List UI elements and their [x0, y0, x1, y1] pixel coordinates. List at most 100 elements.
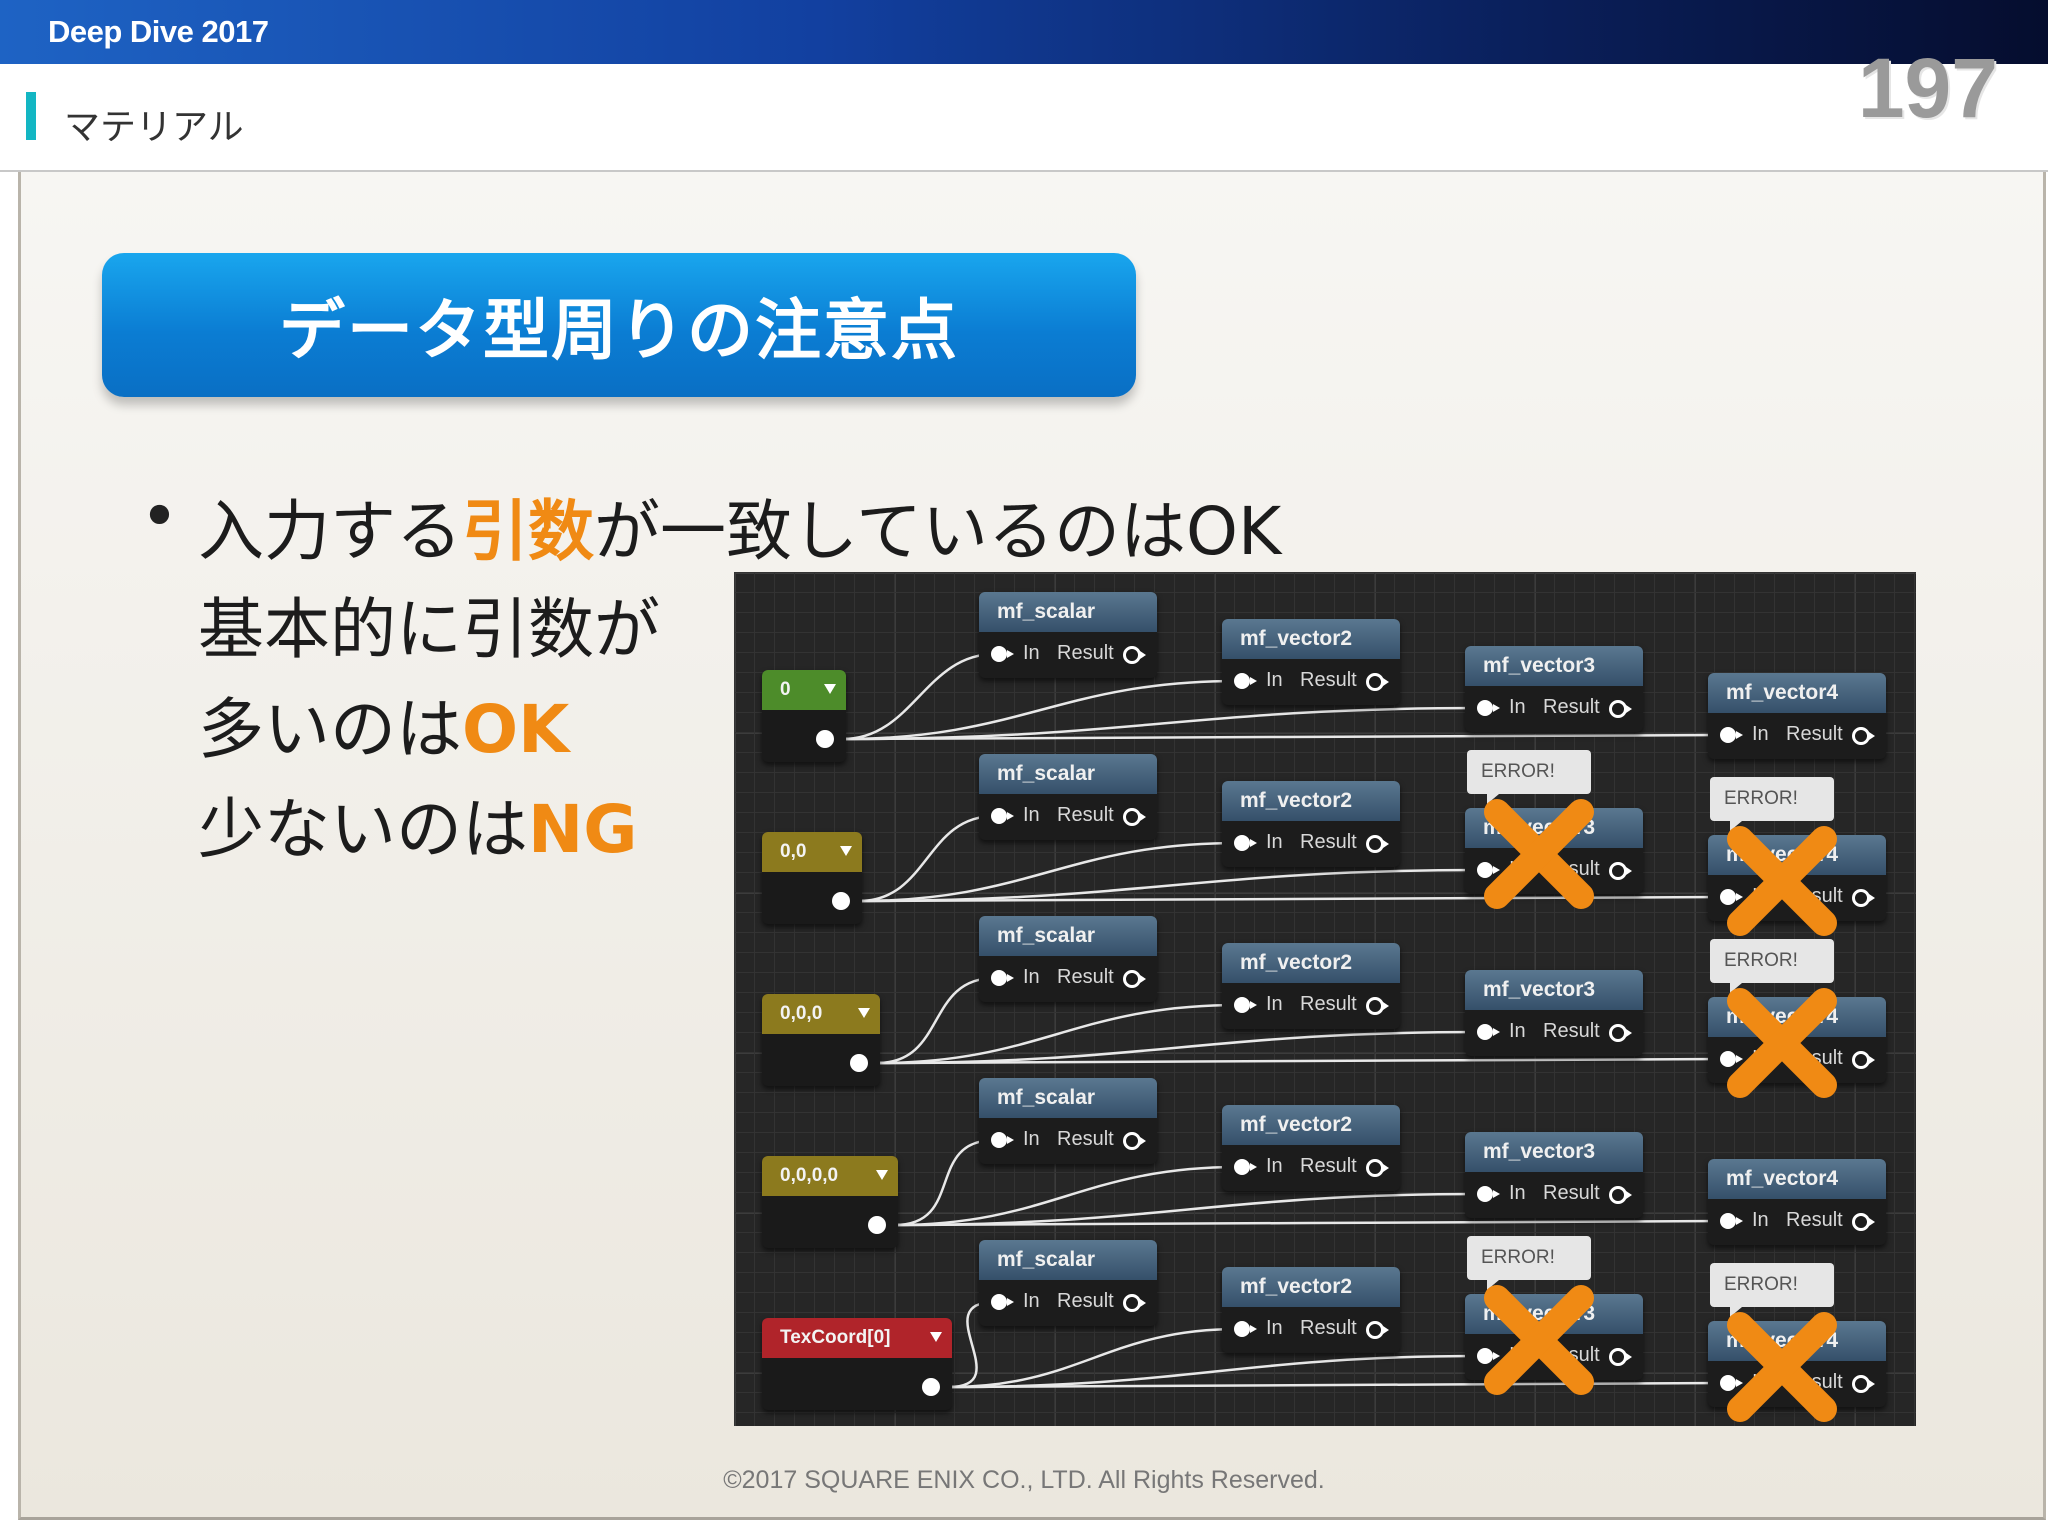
- result-pin[interactable]: [1852, 1051, 1875, 1069]
- constant-value-label: 0,0,0: [762, 994, 880, 1034]
- input-pin-label: In: [1509, 696, 1526, 718]
- result-pin[interactable]: [1123, 1132, 1146, 1150]
- input-pin[interactable]: [1234, 1159, 1257, 1175]
- result-pin[interactable]: [1852, 1375, 1875, 1393]
- function-name: mf_vector3: [1465, 970, 1643, 1010]
- input-pin[interactable]: [991, 808, 1014, 824]
- constant-value-label: 0: [762, 670, 846, 710]
- output-pin[interactable]: [816, 730, 834, 748]
- result-pin[interactable]: [1123, 1294, 1146, 1312]
- input-pin[interactable]: [1720, 727, 1743, 743]
- input-pin-label: In: [1023, 966, 1040, 988]
- result-pin-label: Result: [1300, 831, 1357, 853]
- function-name: mf_scalar: [979, 1078, 1157, 1118]
- result-pin[interactable]: [1123, 970, 1146, 988]
- input-pin[interactable]: [1234, 997, 1257, 1013]
- function-name: mf_vector2: [1222, 1105, 1400, 1145]
- function-name: mf_vector2: [1222, 943, 1400, 983]
- input-pin[interactable]: [1477, 1348, 1500, 1364]
- output-pin[interactable]: [868, 1216, 886, 1234]
- output-pin[interactable]: [850, 1054, 868, 1072]
- result-pin[interactable]: [1366, 1321, 1389, 1339]
- top-banner: Deep Dive 2017: [0, 0, 2048, 64]
- result-pin[interactable]: [1609, 862, 1632, 880]
- bullet-line-4: 少ないのはNG: [198, 776, 637, 872]
- connection-wire: [948, 1327, 1239, 1389]
- result-pin[interactable]: [1609, 1186, 1632, 1204]
- result-pin[interactable]: [1366, 997, 1389, 1015]
- function-name: mf_vector4: [1708, 1159, 1886, 1199]
- input-pin[interactable]: [1477, 1186, 1500, 1202]
- constant-node[interactable]: 0,0,0: [762, 994, 880, 1086]
- constant-value-label: TexCoord[0]: [762, 1318, 952, 1358]
- copyright-notice: ©2017 SQUARE ENIX CO., LTD. All Rights R…: [723, 1466, 1325, 1494]
- result-pin[interactable]: [1123, 808, 1146, 826]
- input-pin[interactable]: [1234, 835, 1257, 851]
- result-pin[interactable]: [1366, 1159, 1389, 1177]
- output-pin[interactable]: [922, 1378, 940, 1396]
- highlight-text: OK: [462, 691, 570, 768]
- result-pin[interactable]: [1609, 1348, 1632, 1366]
- input-pin[interactable]: [1234, 1321, 1257, 1337]
- input-pin[interactable]: [1477, 1024, 1500, 1040]
- result-pin[interactable]: [1123, 646, 1146, 664]
- input-pin[interactable]: [1477, 862, 1500, 878]
- input-pin[interactable]: [1720, 1213, 1743, 1229]
- result-pin-label: Result: [1543, 1020, 1600, 1042]
- input-pin[interactable]: [1720, 1051, 1743, 1067]
- connection-wire: [876, 976, 996, 1065]
- input-pin[interactable]: [1720, 889, 1743, 905]
- connection-wire: [876, 1003, 1239, 1065]
- constant-node[interactable]: TexCoord[0]: [762, 1318, 952, 1410]
- input-pin[interactable]: [1234, 673, 1257, 689]
- constant-node[interactable]: 0,0,0,0: [762, 1156, 898, 1248]
- result-pin[interactable]: [1852, 889, 1875, 907]
- result-pin[interactable]: [1852, 727, 1875, 745]
- x-mark-icon: [1727, 1312, 1837, 1422]
- connection-wire: [876, 1057, 1725, 1065]
- result-pin[interactable]: [1609, 700, 1632, 718]
- input-pin[interactable]: [991, 646, 1014, 662]
- bullet-marker: •: [140, 478, 179, 555]
- output-pin[interactable]: [832, 892, 850, 910]
- input-pin-label: In: [1266, 1155, 1283, 1177]
- result-pin[interactable]: [1366, 673, 1389, 691]
- constant-node[interactable]: 0: [762, 670, 846, 762]
- input-pin[interactable]: [1477, 700, 1500, 716]
- connection-wire: [894, 1219, 1725, 1227]
- input-pin-label: In: [1023, 804, 1040, 826]
- constant-node[interactable]: 0,0: [762, 832, 862, 924]
- input-pin[interactable]: [991, 1294, 1014, 1310]
- error-badge: ERROR!: [1710, 1263, 1834, 1317]
- input-pin[interactable]: [991, 970, 1014, 986]
- result-pin[interactable]: [1852, 1213, 1875, 1231]
- input-pin[interactable]: [1720, 1375, 1743, 1391]
- result-pin[interactable]: [1609, 1024, 1632, 1042]
- input-pin[interactable]: [991, 1132, 1014, 1148]
- text-segment: が一致しているのはOK: [594, 493, 1282, 570]
- x-mark-icon: [1484, 799, 1594, 909]
- result-pin[interactable]: [1366, 835, 1389, 853]
